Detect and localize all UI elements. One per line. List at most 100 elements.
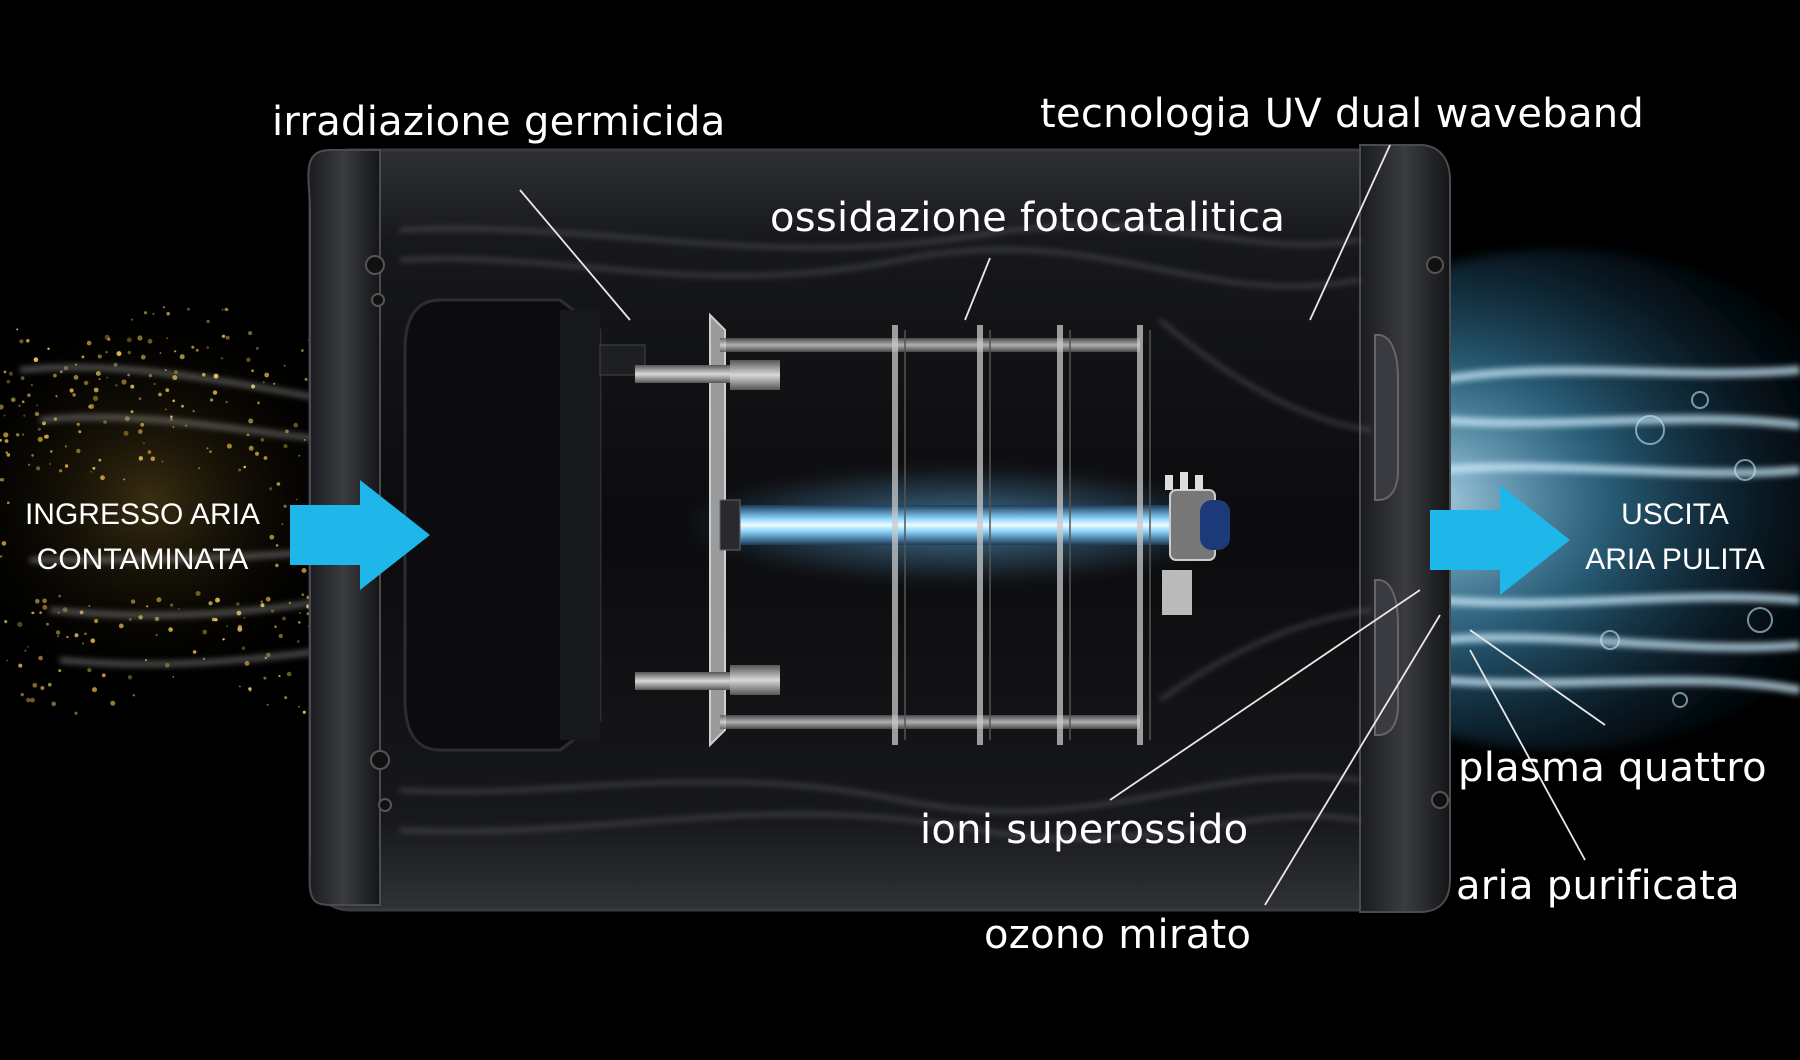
dust-particle — [226, 443, 232, 449]
dust-particle — [243, 465, 246, 469]
dust-particle — [39, 611, 42, 614]
inlet-label-line2: CONTAMINATA — [36, 543, 249, 576]
dust-particle — [92, 395, 99, 401]
dust-particle — [257, 401, 260, 405]
dust-particle — [101, 673, 106, 678]
dust-particle — [146, 605, 149, 608]
dust-particle — [32, 611, 35, 615]
dust-particle — [212, 390, 218, 395]
dust-particle — [286, 671, 292, 677]
dust-particle — [299, 612, 301, 614]
dust-particle — [192, 410, 195, 413]
dust-particle — [64, 445, 67, 448]
dust-particle — [37, 427, 41, 431]
dust-particle — [115, 384, 118, 387]
dust-particle — [78, 430, 82, 434]
dust-particle — [139, 458, 142, 461]
dust-particle — [118, 623, 124, 629]
dust-particle — [304, 377, 308, 381]
dust-particle — [130, 599, 136, 604]
dust-particle — [206, 319, 210, 324]
dust-particle — [98, 378, 101, 381]
dust-particle — [220, 357, 224, 360]
dust-particle — [97, 354, 102, 359]
dust-particle — [302, 710, 306, 714]
dust-particle — [8, 371, 13, 376]
dust-particle — [269, 534, 275, 540]
dust-particle — [166, 337, 168, 340]
uv-lamp-tube — [725, 505, 1195, 545]
dust-particle — [177, 608, 180, 610]
label-dual-waveband: tecnologia UV dual waveband — [1040, 91, 1645, 137]
dust-particle — [57, 635, 59, 638]
dust-particle — [86, 340, 92, 346]
dust-particle — [224, 307, 228, 312]
dust-particle — [284, 696, 288, 700]
dust-particle — [27, 393, 31, 397]
dust-particle — [132, 694, 136, 697]
dust-particle — [33, 357, 39, 363]
dust-particle — [170, 415, 173, 419]
dust-particle — [187, 307, 190, 311]
dust-particle — [36, 466, 41, 471]
dust-particle — [42, 604, 48, 610]
dust-particle — [0, 404, 4, 410]
dust-particle — [47, 347, 50, 350]
dust-particle — [137, 335, 143, 341]
dust-particle — [110, 700, 116, 706]
dust-particle — [168, 627, 173, 632]
clean-air-bubbles — [1600, 391, 1773, 708]
dust-particle — [3, 370, 7, 374]
dust-particle — [144, 659, 148, 662]
dust-particle — [222, 638, 225, 641]
dust-particle — [93, 387, 99, 393]
dust-particle — [283, 444, 288, 449]
dust-particle — [73, 375, 79, 380]
dust-particle — [90, 638, 96, 643]
dust-particle — [170, 603, 174, 607]
dust-particle — [172, 399, 175, 403]
dust-particle — [301, 568, 307, 573]
outlet-label: USCITA ARIA PULITA — [1575, 492, 1775, 582]
dust-particle — [44, 435, 48, 439]
dust-particle — [96, 371, 101, 376]
dust-particle — [17, 621, 23, 628]
dust-particle — [21, 400, 25, 404]
dust-particle — [251, 369, 254, 373]
dust-particle — [143, 311, 148, 315]
support-rods — [635, 338, 1140, 729]
dust-particle — [27, 645, 30, 648]
dust-particle — [283, 504, 287, 508]
dust-particle — [248, 418, 254, 424]
dust-particle — [225, 400, 228, 404]
dust-particle — [191, 345, 195, 349]
dust-particle — [76, 448, 81, 454]
dust-particle — [30, 697, 35, 703]
dust-particle — [278, 674, 281, 678]
dust-particle — [26, 339, 30, 343]
right-plasma-plate — [1374, 334, 1399, 501]
dust-particle — [58, 669, 62, 673]
dust-particle — [275, 563, 279, 568]
dust-particle — [138, 397, 142, 400]
dust-particle — [172, 426, 175, 428]
dust-particle — [255, 346, 259, 350]
dust-particle — [76, 422, 80, 426]
dust-particle — [248, 687, 252, 691]
dust-particle — [126, 337, 132, 343]
outlet-label-line2: ARIA PULITA — [1585, 543, 1765, 576]
dust-particle — [31, 384, 33, 386]
dust-particle — [84, 632, 87, 636]
dust-particle — [4, 620, 8, 624]
dust-particle — [11, 397, 16, 403]
dust-particle — [181, 404, 184, 408]
dust-particle — [20, 376, 25, 381]
dust-particle — [293, 422, 299, 428]
dust-particle — [35, 598, 40, 604]
dust-particle — [64, 464, 69, 468]
dust-particle — [55, 630, 61, 635]
dust-particle — [26, 697, 31, 703]
dust-particle — [246, 357, 251, 362]
dust-particle — [60, 370, 63, 374]
